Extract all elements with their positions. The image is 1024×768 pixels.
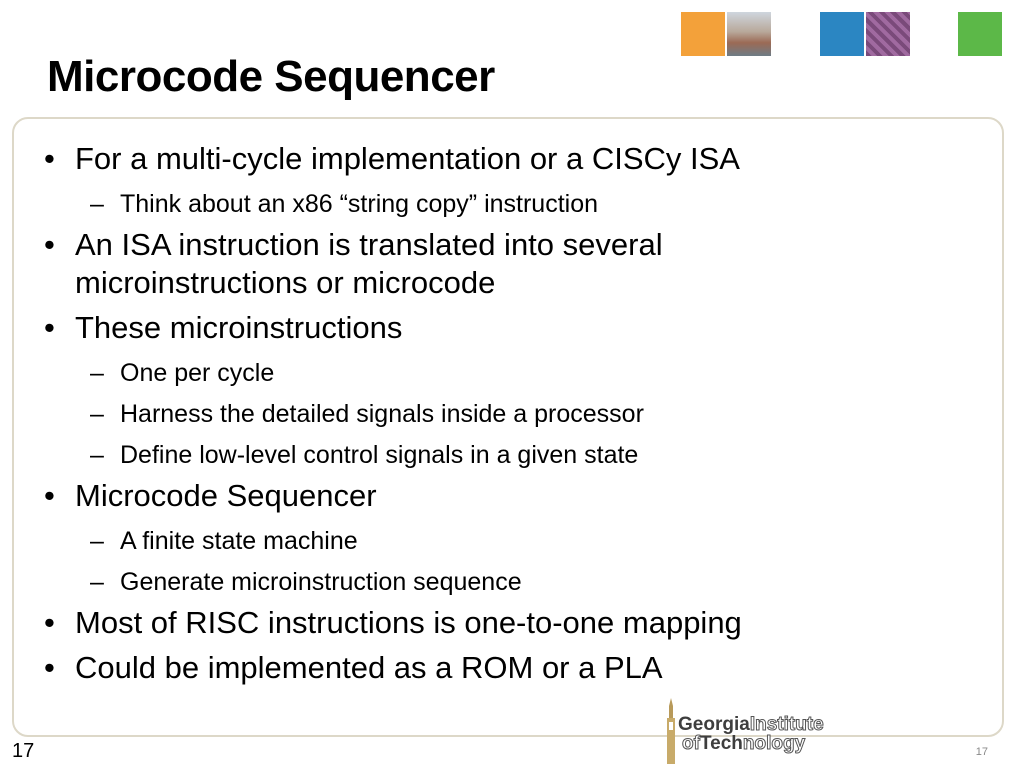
bullet-text: An ISA instruction is translated into se… [75,227,663,300]
dash-icon: – [90,441,104,469]
logo-georgia: Georgia [678,714,750,735]
sub-bullet-text: Think about an x86 “string copy” instruc… [120,190,599,218]
bullet-text: Most of RISC instructions is one-to-one … [75,605,742,640]
footer-slide-number: 17 [975,746,988,758]
dash-icon: – [90,359,104,387]
dash-icon: – [90,400,104,428]
bullet-item: • Most of RISC instructions is one-to-one… [0,604,835,642]
campus-building-photo-icon [727,12,771,56]
bullet-dot-icon: • [44,227,55,262]
sub-bullet-item: –A finite state machine [0,522,1000,560]
bullet-list: • For a multi-cycle implementation or a C… [0,140,1000,694]
dash-icon: – [90,190,104,218]
bullet-text: Microcode Sequencer [75,478,377,513]
sub-bullet-text: Define low-level control signals in a gi… [120,441,639,469]
slide-number: 17 [12,740,35,762]
sub-bullet-item: –Harness the detailed signals inside a p… [0,395,1000,433]
dash-icon: – [90,568,104,596]
bullet-dot-icon: • [44,310,55,345]
bullet-dot-icon: • [44,605,55,640]
orange-tile [681,12,725,56]
bullet-item: • These microinstructions [0,309,835,347]
tech-tower-icon [667,698,675,764]
sub-bullet-item: –Think about an x86 “string copy” instru… [0,185,1000,223]
sub-bullet-text: One per cycle [120,359,275,387]
bullet-item: • An ISA instruction is translated into s… [0,226,835,302]
blue-tile [820,12,864,56]
circuit-board-photo-icon [866,12,910,56]
logo-tech: Tech [699,733,743,754]
bullet-text: Could be implemented as a ROM or a PLA [75,650,663,685]
sub-bullet-item: –Define low-level control signals in a g… [0,436,1000,474]
dash-icon: – [90,527,104,555]
bullet-item: • Could be implemented as a ROM or a PLA [0,649,835,687]
slide-title: Microcode Sequencer [47,52,495,101]
bullet-item: • Microcode Sequencer [0,477,835,515]
logo-of: of [682,733,701,755]
sub-bullet-text: Harness the detailed signals inside a pr… [120,400,644,428]
sub-bullet-text: A finite state machine [120,527,358,555]
bullet-item: • For a multi-cycle implementation or a C… [0,140,835,178]
header-decoration-tiles [0,12,1024,58]
logo-line-2: ofTechnology [682,733,806,755]
green-tile [958,12,1002,56]
logo-nology: nology [742,733,806,755]
bullet-dot-icon: • [44,141,55,176]
content-panel [12,117,1004,737]
georgia-tech-logo: GeorgiaInstitute ofTechnology [660,698,890,766]
logo-institute: Institute [749,714,824,736]
logo-line-1: GeorgiaInstitute [678,714,824,736]
bullet-dot-icon: • [44,478,55,513]
bullet-text: These microinstructions [75,310,403,345]
sub-bullet-text: Generate microinstruction sequence [120,568,522,596]
sub-bullet-item: –One per cycle [0,354,1000,392]
bullet-text: For a multi-cycle implementation or a CI… [75,141,740,176]
sub-bullet-item: –Generate microinstruction sequence [0,563,1000,601]
bullet-dot-icon: • [44,650,55,685]
